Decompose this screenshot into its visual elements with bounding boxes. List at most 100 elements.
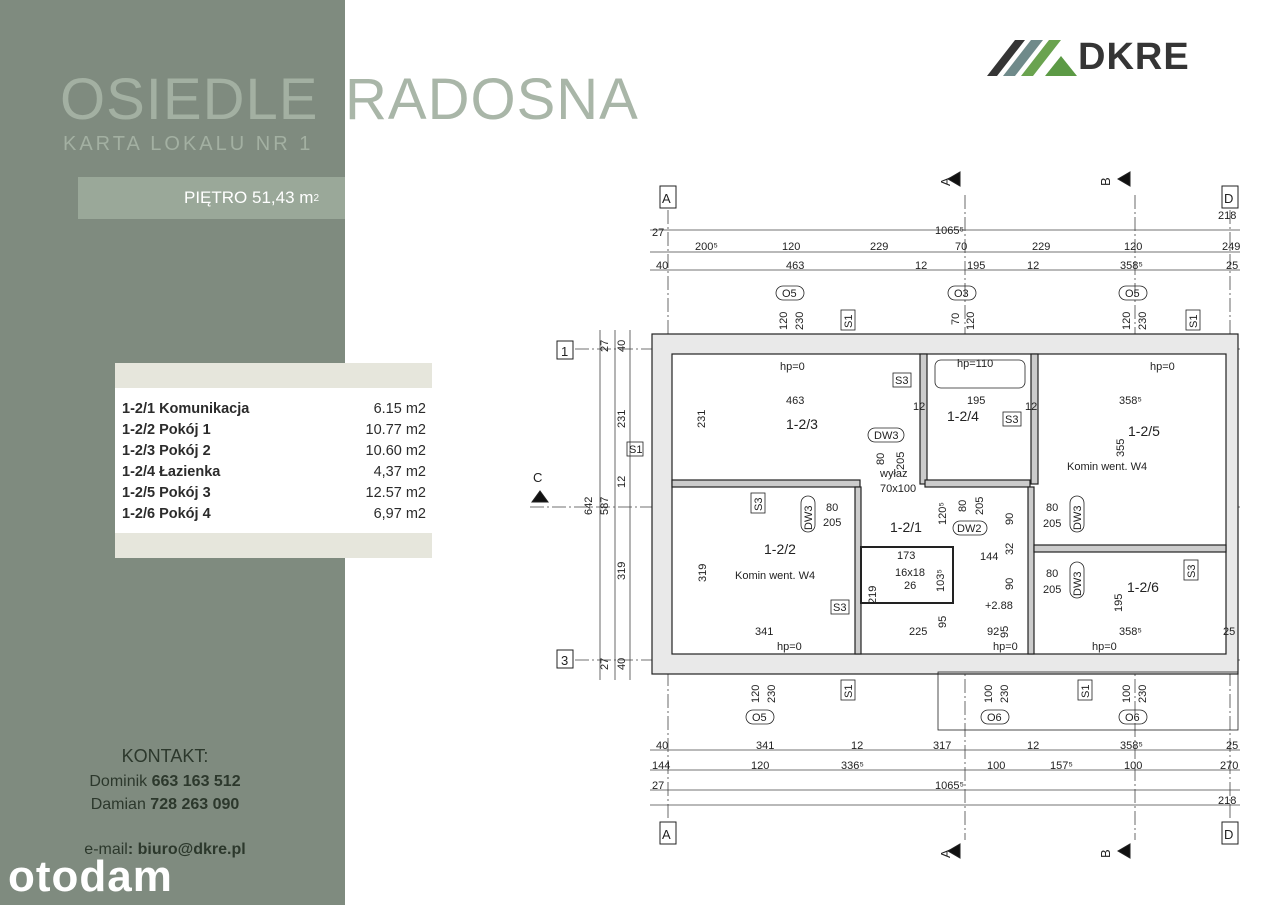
dim: 319: [616, 562, 628, 580]
email-link[interactable]: : biuro@dkre.pl: [127, 841, 246, 858]
axis-label-1: 1: [561, 344, 568, 359]
door-tag: DW2: [957, 523, 981, 535]
dim: 249: [1222, 241, 1240, 253]
room-dim: 358⁵: [1119, 395, 1142, 407]
dim: 230: [1137, 685, 1149, 703]
window-tag: O6: [1125, 712, 1140, 724]
sill-height: hp=110: [957, 358, 993, 370]
s1-tag: S1: [1188, 315, 1200, 328]
room-dim: 103⁵: [935, 569, 947, 592]
dim: 1065⁵: [935, 780, 964, 792]
contact-person: Dominik 663 163 512: [0, 773, 330, 791]
room-table: 1-2/1 Komunikacja 6.15 m2 1-2/2 Pokój 1 10…: [115, 363, 432, 558]
room-dim: 219: [867, 586, 879, 604]
dim: 463: [786, 260, 804, 272]
sill-height: hp=0: [780, 361, 805, 373]
dim: 120: [778, 312, 790, 330]
s1-tag: S1: [843, 315, 855, 328]
room-dim: 32: [1004, 543, 1016, 555]
dim: 12: [915, 260, 927, 272]
dim: 120: [750, 685, 762, 703]
axis-label-d: D: [1224, 827, 1233, 842]
door-dim: 205: [1043, 584, 1061, 596]
dim: 120: [782, 241, 800, 253]
door-dim: 205: [823, 517, 841, 529]
contact-phone[interactable]: 728 263 090: [150, 796, 240, 813]
chimney-label: Komin went. W4: [1067, 461, 1147, 473]
contact-name: Dominik: [89, 773, 148, 790]
room-dim: 358⁵: [1119, 626, 1142, 638]
dim: 120: [1121, 312, 1133, 330]
hatch-size: 70x100: [880, 483, 916, 495]
email-label: e-mail: [84, 841, 128, 858]
s3-tag: S3: [753, 498, 765, 511]
chimney-label: Komin went. W4: [735, 570, 815, 582]
room-name: 1-2/2 Pokój 1: [122, 422, 211, 438]
door-tag: DW3: [1072, 572, 1084, 596]
room-dim: 463: [786, 395, 804, 407]
section-label-b: B: [1098, 849, 1113, 858]
dim: 218: [1218, 795, 1236, 807]
dim: 120: [965, 312, 977, 330]
door-dim: 205: [1043, 518, 1061, 530]
section-label-c: C: [533, 470, 542, 485]
s3-tag: S3: [895, 375, 908, 387]
stairs-size: 16x18: [895, 567, 925, 579]
room-dim: 25: [1223, 626, 1235, 638]
dim: 70: [955, 241, 967, 253]
dim: 27: [599, 658, 611, 670]
s1-tag: S1: [629, 444, 642, 456]
s1-tag: S1: [1080, 685, 1092, 698]
room-dim: 195: [967, 395, 985, 407]
sill-height: hp=0: [993, 641, 1018, 653]
room-dim: 95: [937, 616, 949, 628]
room-dim: 231: [696, 410, 708, 428]
dim: 230: [1137, 312, 1149, 330]
window-tag: O5: [752, 712, 767, 724]
dim: 230: [999, 685, 1011, 703]
door-dim: 205: [974, 497, 986, 515]
dim: 120: [751, 760, 769, 772]
room-dim: 195: [1113, 594, 1125, 612]
room-dim: 225: [909, 626, 927, 638]
door-tag: DW3: [1072, 506, 1084, 530]
axis-label-d: D: [1224, 191, 1233, 206]
room-dim: 95: [999, 626, 1011, 638]
dim: 12: [851, 740, 863, 752]
room-area: 12.57 m2: [365, 485, 426, 501]
dim: 218: [1218, 210, 1236, 222]
dim: 587: [599, 497, 611, 515]
hatch-label: wyłaz: [879, 468, 908, 480]
dim: 144: [652, 760, 670, 772]
dim: 358⁵: [1120, 260, 1143, 272]
room-area: 6.15 m2: [373, 401, 426, 417]
room-dim: 173: [897, 550, 915, 562]
room-area: 10.77 m2: [365, 422, 426, 438]
section-label-b: B: [1098, 177, 1113, 186]
room-dim: 12: [913, 401, 925, 413]
dim: 100: [987, 760, 1005, 772]
door-dim: 205: [895, 452, 907, 470]
logo-text: DKRE: [1078, 36, 1190, 78]
dim: 270: [1220, 760, 1238, 772]
dim: 100: [1124, 760, 1142, 772]
room-name: 1-2/1 Komunikacja: [122, 401, 250, 417]
contact-heading: KONTAKT:: [121, 746, 209, 766]
contact-phone[interactable]: 663 163 512: [151, 773, 241, 790]
dim: 25: [1226, 740, 1238, 752]
table-footer-band: [115, 533, 432, 558]
axis-markers: [531, 171, 1239, 859]
title-radosna: RADOSNA: [345, 67, 639, 132]
floor-area: PIĘTRO 51,43 m: [184, 188, 314, 207]
section-label-a: A: [938, 849, 953, 858]
room-area: 6,97 m2: [373, 506, 426, 522]
door-dim: 80: [1046, 502, 1058, 514]
sill-height: hp=0: [777, 641, 802, 653]
axis-label-a: A: [662, 827, 671, 842]
room-dim: 12: [1025, 401, 1037, 413]
room-label: 1-2/6: [1127, 579, 1159, 595]
door-dim: 80: [826, 502, 838, 514]
dim: 25: [1226, 260, 1238, 272]
